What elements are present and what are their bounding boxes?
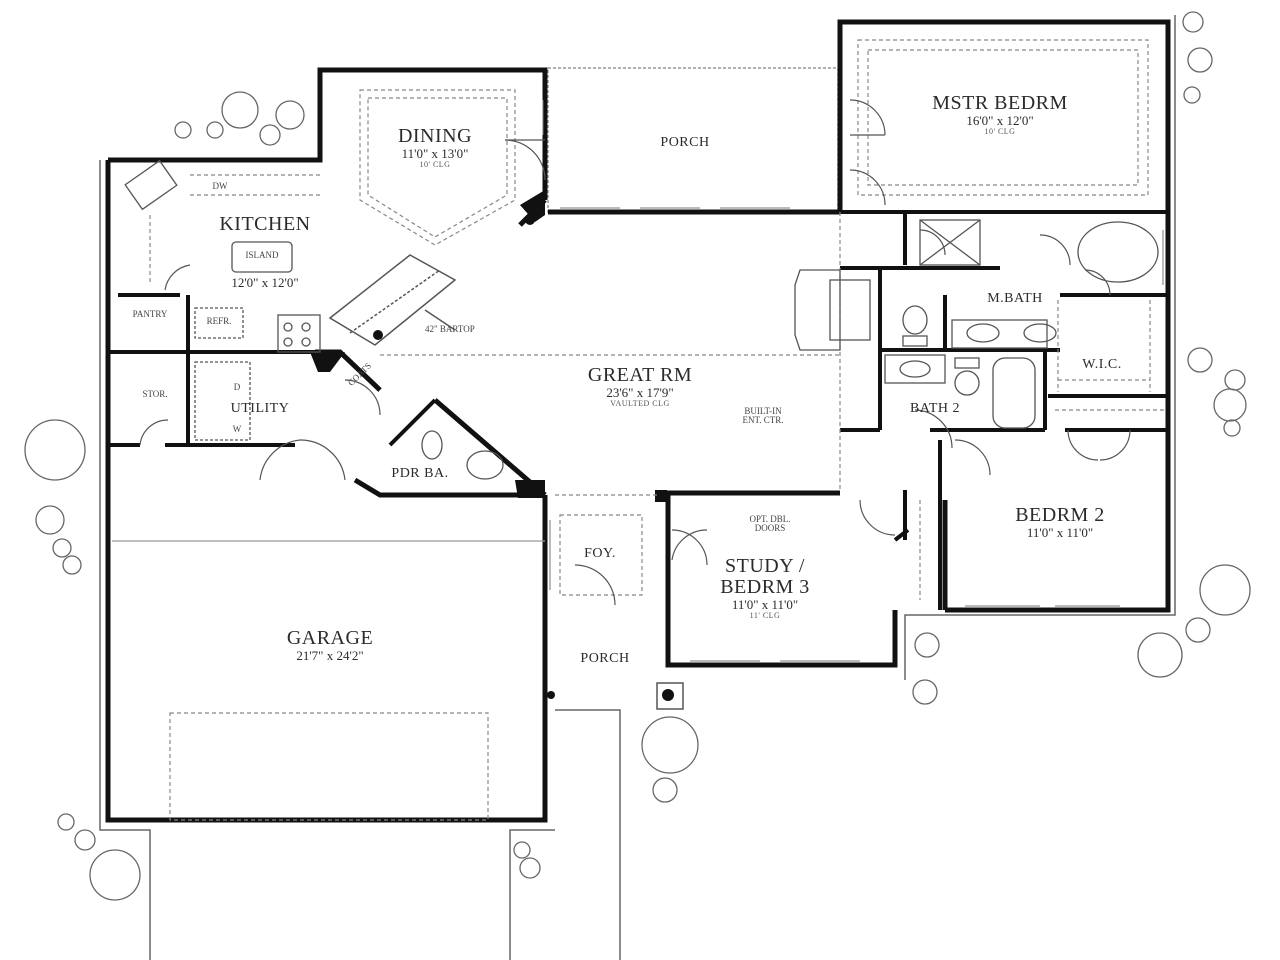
room-name: W.I.C. — [1082, 357, 1122, 372]
built-in-annotation: BUILT-IN ENT. CTR. — [728, 406, 798, 426]
room-dimensions: 12'0" x 12'0" — [231, 275, 299, 290]
windows — [542, 100, 1164, 662]
room-dimensions: 23'6" x 17'9" — [606, 385, 674, 400]
door-swings — [139, 99, 1131, 606]
room-dimensions: 11'0" x 11'0" — [1026, 525, 1094, 540]
room-name: BATH 2 — [909, 401, 961, 416]
room-name: KITCHEN — [219, 213, 311, 235]
room-label-dining: DINING 11'0" x 13'0" 10' CLG — [370, 126, 500, 169]
room-label-utility: UTILITY — [210, 400, 310, 417]
room-label-wic: W.I.C. — [1062, 356, 1142, 373]
dryer-label: D — [233, 382, 241, 392]
room-label-stor: STOR. — [142, 389, 168, 399]
room-label-m-bath: M.BATH — [965, 290, 1065, 307]
corner-blocks — [310, 190, 667, 502]
room-name: M.BATH — [987, 291, 1043, 306]
bartop-annotation: 42" BARTOP — [425, 324, 475, 334]
room-label-mstr-bedrm: MSTR BEDRM 16'0" x 12'0" 10' CLG — [880, 93, 1120, 136]
room-label-great-rm: GREAT RM 23'6" x 17'9" VAULTED CLG — [540, 365, 740, 408]
island-label: ISLAND — [245, 250, 279, 260]
room-dimensions: 11'0" x 13'0" — [401, 146, 469, 161]
room-label-garage: GARAGE 21'7" x 24'2" — [230, 628, 430, 663]
room-name: GREAT RM — [587, 364, 693, 386]
room-label-pdr-ba: PDR BA. — [375, 465, 465, 482]
diagonal-walls — [315, 198, 547, 498]
room-name: PORCH — [580, 651, 630, 666]
ceiling-note: 11' CLG — [749, 610, 781, 620]
room-label-study: STUDY / BEDRM 3 11'0" x 11'0" 11' CLG — [700, 556, 830, 620]
exterior-walls — [105, 19, 1171, 823]
bartop-columns — [373, 215, 674, 701]
bath-fixtures — [124, 159, 1159, 480]
room-name: DINING — [397, 125, 473, 147]
built-in-line-1: BUILT-IN — [744, 406, 782, 416]
room-name: PORCH — [660, 135, 710, 150]
ceiling-note: VAULTED CLG — [610, 398, 670, 408]
room-label-porch-rear: PORCH — [625, 134, 745, 151]
opt-dbl-line-1: OPT. DBL. — [749, 514, 791, 524]
room-dimensions: 11'0" x 11'0" — [731, 597, 799, 612]
room-label-bedrm-2: BEDRM 2 11'0" x 11'0" — [960, 505, 1160, 540]
refrigerator-label: REFR. — [206, 316, 232, 326]
room-name: STUDY / — [725, 555, 805, 577]
room-name: GARAGE — [286, 627, 374, 649]
room-label-pantry: PANTRY — [132, 309, 168, 319]
porch-column-base — [656, 682, 684, 710]
room-label-foy: FOY. — [565, 545, 635, 562]
built-in-line-2: ENT. CTR. — [742, 415, 784, 426]
ceiling-note: 10' CLG — [419, 159, 451, 169]
room-dimensions: 16'0" x 12'0" — [966, 113, 1034, 128]
dishwasher-label: DW — [212, 181, 228, 191]
room-name: FOY. — [584, 546, 616, 561]
interior-walls — [108, 210, 1168, 610]
room-dimensions: 21'7" x 24'2" — [296, 648, 364, 663]
washer-label: W — [232, 424, 242, 434]
dashed-lines — [112, 39, 1165, 821]
shrubs — [24, 11, 1251, 901]
kitchen-dimensions: 12'0" x 12'0" — [190, 276, 340, 290]
opt-dbl-doors-annotation: OPT. DBL. DOORS — [735, 514, 805, 534]
room-name: BEDRM 2 — [1015, 504, 1105, 526]
room-label-porch-front: PORCH — [560, 650, 650, 667]
room-label-bath-2: BATH 2 — [895, 400, 975, 417]
opt-dbl-line-2: DOORS — [754, 523, 786, 534]
room-name-line-2: BEDRM 3 — [720, 576, 810, 598]
room-name: MSTR BEDRM — [932, 92, 1068, 114]
room-name: PDR BA. — [391, 466, 449, 481]
room-name: UTILITY — [230, 401, 290, 416]
ceiling-note: 10' CLG — [984, 126, 1016, 136]
room-label-kitchen: KITCHEN — [190, 214, 340, 235]
bartop — [328, 254, 457, 346]
